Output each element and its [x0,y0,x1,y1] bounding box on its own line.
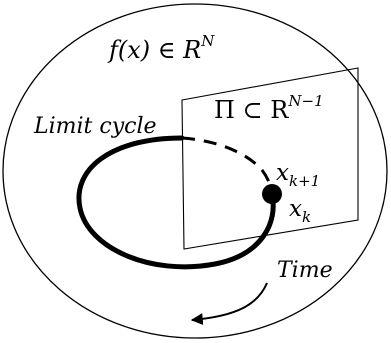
space-label: f(x) ∈ RN [107,32,215,64]
point-next-label: xk+1 [276,160,320,190]
limit-cycle-label: Limit cycle [33,114,157,139]
poincare-section-plane [181,67,359,250]
time-arrow [190,282,268,326]
limit-cycle-dashed-path [181,136,274,193]
plane-label: Π ⊂ RN−1 [214,92,324,124]
point-current-label: xk [289,196,311,226]
time-label: Time [277,258,333,283]
limit-cycle-solid-path [76,135,276,270]
intersection-point [262,184,282,204]
state-space-ellipse [2,3,388,339]
